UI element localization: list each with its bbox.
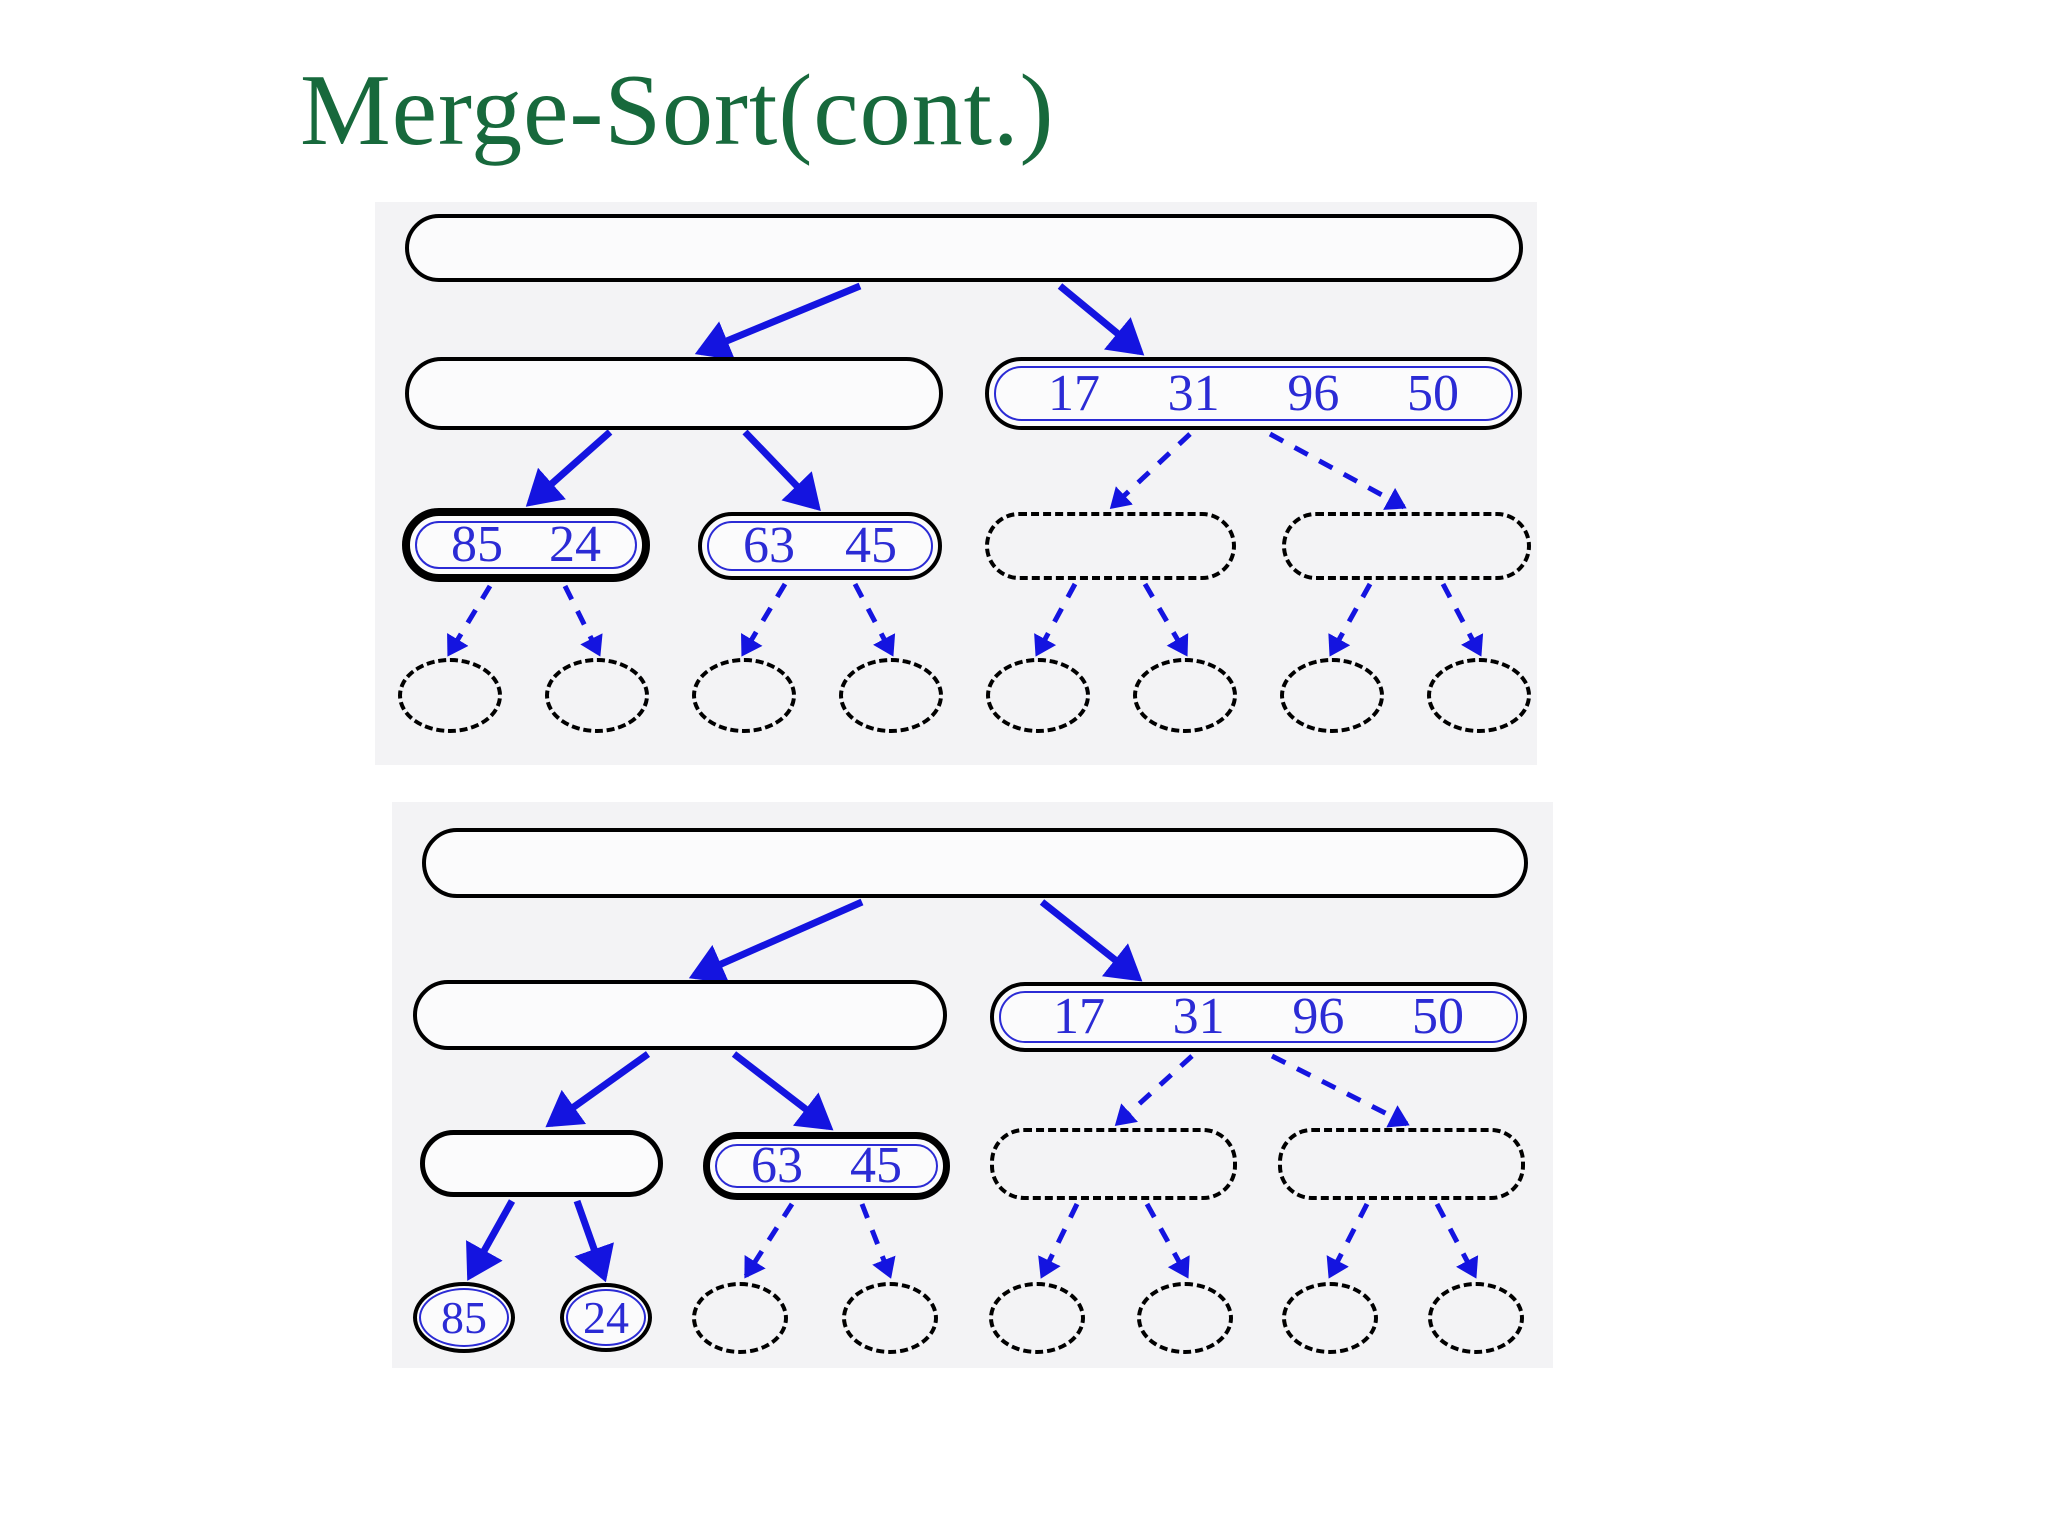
value-17: 17 — [1048, 364, 1100, 422]
value-31: 31 — [1167, 364, 1220, 422]
unvisited-leaf-4 — [839, 658, 943, 733]
unvisited-leaf-3 — [989, 1282, 1085, 1354]
value-24: 24 — [549, 516, 601, 573]
value-17: 17 — [1053, 988, 1105, 1045]
tree-edges-step-2 — [466, 898, 1479, 1283]
tree-edges-step-1 — [446, 282, 1484, 657]
left-subarray-node — [405, 357, 943, 430]
leaf-85-value: 85 — [419, 1288, 509, 1347]
node-63-45: 63 45 — [698, 512, 942, 580]
slide-title: Merge-Sort(cont.) — [300, 54, 1055, 167]
root-node — [405, 214, 1523, 282]
unvisited-leaf-5 — [1282, 1282, 1378, 1354]
current-node-85-24: 85 24 — [402, 508, 650, 582]
unvisited-leaf-2 — [842, 1282, 938, 1354]
value-50: 50 — [1406, 364, 1459, 422]
unvisited-leaf-8 — [1427, 658, 1531, 733]
left-subarray-node — [413, 980, 947, 1050]
value-63: 63 — [743, 517, 795, 574]
right-subarray-node-17-31-96-50: 17 31 96 50 — [990, 982, 1527, 1052]
pending-edges — [446, 431, 1484, 657]
split-arrows — [525, 282, 1145, 512]
leaf-24: 24 — [560, 1283, 652, 1352]
right-subarray-values: 17 31 96 50 — [994, 366, 1513, 421]
right-subarray-node-17-31-96-50: 17 31 96 50 — [985, 357, 1522, 430]
unvisited-leaf-5 — [986, 658, 1090, 733]
value-31: 31 — [1172, 988, 1225, 1045]
unvisited-node-1 — [985, 512, 1236, 580]
unvisited-leaf-6 — [1133, 658, 1237, 733]
root-node — [422, 828, 1528, 898]
current-leaf-85: 85 — [413, 1282, 515, 1353]
right-subarray-values: 17 31 96 50 — [999, 991, 1518, 1043]
unvisited-node-2 — [1282, 512, 1531, 580]
unvisited-leaf-1 — [692, 1282, 788, 1354]
value-45: 45 — [850, 1137, 902, 1194]
unvisited-leaf-6 — [1428, 1282, 1524, 1354]
pair-85-24-values: 85 24 — [415, 516, 637, 573]
value-45: 45 — [845, 517, 897, 574]
split-parent-node — [420, 1130, 663, 1197]
unvisited-leaf-2 — [545, 658, 649, 733]
value-50: 50 — [1411, 988, 1464, 1045]
unvisited-leaf-1 — [398, 658, 502, 733]
value-96: 96 — [1292, 988, 1345, 1045]
value-24: 24 — [583, 1291, 629, 1343]
value-85: 85 — [451, 516, 503, 573]
node-63-45: 63 45 — [703, 1132, 950, 1200]
value-96: 96 — [1287, 364, 1340, 422]
unvisited-node-1 — [990, 1128, 1237, 1200]
unvisited-leaf-4 — [1137, 1282, 1233, 1354]
merge-sort-tree-step-1: 17 31 96 50 85 24 63 45 — [375, 202, 1537, 765]
pair-63-45-values: 63 45 — [715, 1140, 938, 1192]
split-arrows — [466, 898, 1143, 1283]
pair-63-45-values: 63 45 — [707, 517, 933, 574]
value-85: 85 — [441, 1291, 487, 1343]
unvisited-node-2 — [1278, 1128, 1525, 1200]
leaf-24-value: 24 — [566, 1289, 646, 1346]
merge-sort-tree-step-2: 17 31 96 50 63 45 85 24 — [392, 802, 1553, 1368]
unvisited-leaf-3 — [692, 658, 796, 733]
unvisited-leaf-7 — [1280, 658, 1384, 733]
value-63: 63 — [751, 1137, 803, 1194]
pending-edges — [743, 1053, 1479, 1279]
